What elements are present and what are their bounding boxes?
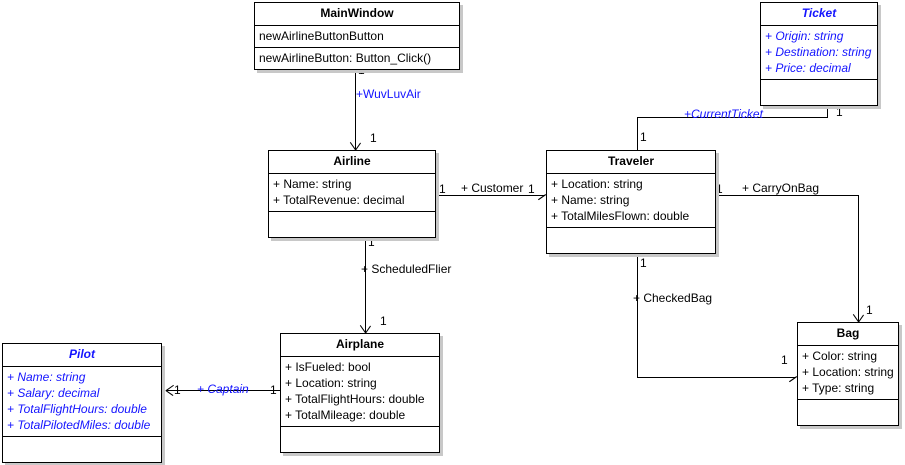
- class-box-mainwindow[interactable]: MainWindow newAirlineButtonButton newAir…: [254, 2, 460, 70]
- role-label-scheduledflier: + ScheduledFlier: [361, 262, 452, 276]
- class-attributes-mainwindow: newAirlineButtonButton: [255, 26, 459, 48]
- class-box-traveler[interactable]: Traveler + Location: string + Name: stri…: [546, 150, 716, 254]
- connector-carryonbag-seg2: [858, 195, 859, 322]
- class-attribute: newAirlineButtonButton: [259, 29, 384, 43]
- multiplicity-airline-traveler-source: 1: [439, 182, 446, 196]
- class-title-airline: Airline: [269, 151, 435, 174]
- class-title-airplane: Airplane: [281, 334, 439, 357]
- class-box-airplane[interactable]: Airplane + IsFueled: bool + Location: st…: [280, 333, 440, 453]
- multiplicity-airplane-pilot-source: 1: [270, 383, 277, 397]
- connector-checkedbag-seg2: [637, 377, 796, 378]
- multiplicity-airline-airplane-target: 1: [380, 314, 387, 328]
- class-operations-mainwindow: newAirlineButton: Button_Click(): [255, 48, 459, 69]
- connector-carryonbag-seg1: [716, 195, 858, 196]
- class-attributes-bag: + Color: string + Location: string + Typ…: [798, 346, 898, 400]
- class-attribute: + Type: string: [802, 381, 875, 395]
- multiplicity-mainwindow-airline-target: 1: [370, 131, 377, 145]
- class-attribute: + TotalRevenue: decimal: [273, 193, 405, 207]
- multiplicity-carryonbag-target: 1: [866, 303, 873, 317]
- class-attribute: + IsFueled: bool: [285, 360, 371, 374]
- connector-traveler-ticket-seg2: [637, 117, 828, 118]
- class-attribute: + Location: string: [802, 365, 894, 379]
- class-attributes-traveler: + Location: string + Name: string + Tota…: [547, 174, 715, 228]
- role-label-checkedbag: + CheckedBag: [633, 291, 713, 305]
- class-operations-airline: [269, 212, 435, 237]
- multiplicity-checkedbag-source: 1: [640, 256, 647, 270]
- multiplicity-checkedbag-target: 1: [781, 353, 788, 367]
- class-title-pilot: Pilot: [3, 344, 161, 367]
- class-attribute: + TotalMilesFlown: double: [551, 209, 690, 223]
- class-attribute: + TotalFlightHours: double: [7, 402, 147, 416]
- multiplicity-carryonbag-source: 1: [716, 182, 723, 196]
- multiplicity-airplane-pilot-target: 1: [174, 383, 181, 397]
- class-attribute: + Location: string: [551, 177, 643, 191]
- multiplicity-airline-traveler-target: 1: [528, 182, 535, 196]
- class-attribute: + Name: string: [7, 370, 86, 384]
- role-label-captain: + Captain: [197, 382, 249, 396]
- class-operations-traveler: [547, 228, 715, 253]
- class-attribute: + TotalFlightHours: double: [285, 392, 425, 406]
- class-attribute: + TotalMileage: double: [285, 408, 406, 422]
- connector-airline-traveler: [436, 195, 545, 196]
- class-operations-bag: [798, 400, 898, 425]
- class-title-traveler: Traveler: [547, 151, 715, 174]
- role-label-customer: + Customer: [461, 181, 524, 195]
- class-attribute: + Salary: decimal: [7, 386, 100, 400]
- class-attribute: + Destination: string: [765, 45, 872, 59]
- class-attribute: + Name: string: [273, 177, 352, 191]
- class-box-bag[interactable]: Bag + Color: string + Location: string +…: [797, 322, 899, 426]
- multiplicity-traveler-ticket-target: 1: [836, 105, 843, 119]
- class-attributes-airplane: + IsFueled: bool + Location: string + To…: [281, 357, 439, 427]
- multiplicity-traveler-ticket-source: 1: [640, 130, 647, 144]
- class-operations-pilot: [3, 437, 161, 462]
- class-title-ticket: Ticket: [761, 3, 877, 26]
- class-box-airline[interactable]: Airline + Name: string + TotalRevenue: d…: [268, 150, 436, 238]
- class-title-mainwindow: MainWindow: [255, 3, 459, 26]
- class-title-bag: Bag: [798, 323, 898, 346]
- class-operation: newAirlineButton: Button_Click(): [259, 51, 432, 65]
- class-operations-airplane: [281, 427, 439, 452]
- class-attribute: + TotalPilotedMiles: double: [7, 418, 151, 432]
- class-operations-ticket: [761, 80, 877, 105]
- class-attribute: + Color: string: [802, 349, 878, 363]
- class-box-pilot[interactable]: Pilot + Name: string + Salary: decimal +…: [2, 343, 162, 463]
- class-attribute: + Price: decimal: [765, 61, 851, 75]
- multiplicity-mainwindow-airline-source: 1: [358, 63, 365, 77]
- class-attribute: + Name: string: [551, 193, 630, 207]
- connector-airplane-pilot: [166, 390, 280, 391]
- connector-airline-airplane: [365, 232, 366, 333]
- connector-traveler-ticket-seg1: [637, 117, 638, 150]
- class-box-ticket[interactable]: Ticket + Origin: string + Destination: s…: [760, 2, 878, 106]
- class-attribute: + Location: string: [285, 376, 377, 390]
- class-attribute: + Origin: string: [765, 29, 844, 43]
- class-attributes-ticket: + Origin: string + Destination: string +…: [761, 26, 877, 80]
- role-label-currentticket: +CurrentTicket: [684, 107, 763, 121]
- multiplicity-airline-airplane-source: 1: [368, 235, 375, 249]
- connector-mainwindow-airline: [355, 60, 356, 150]
- role-label-wuvluvair: +WuvLuvAir: [356, 87, 421, 101]
- role-label-carryonbag: + CarryOnBag: [742, 181, 820, 195]
- class-attributes-airline: + Name: string + TotalRevenue: decimal: [269, 174, 435, 212]
- connector-checkedbag-seg1: [637, 253, 638, 377]
- class-attributes-pilot: + Name: string + Salary: decimal + Total…: [3, 367, 161, 437]
